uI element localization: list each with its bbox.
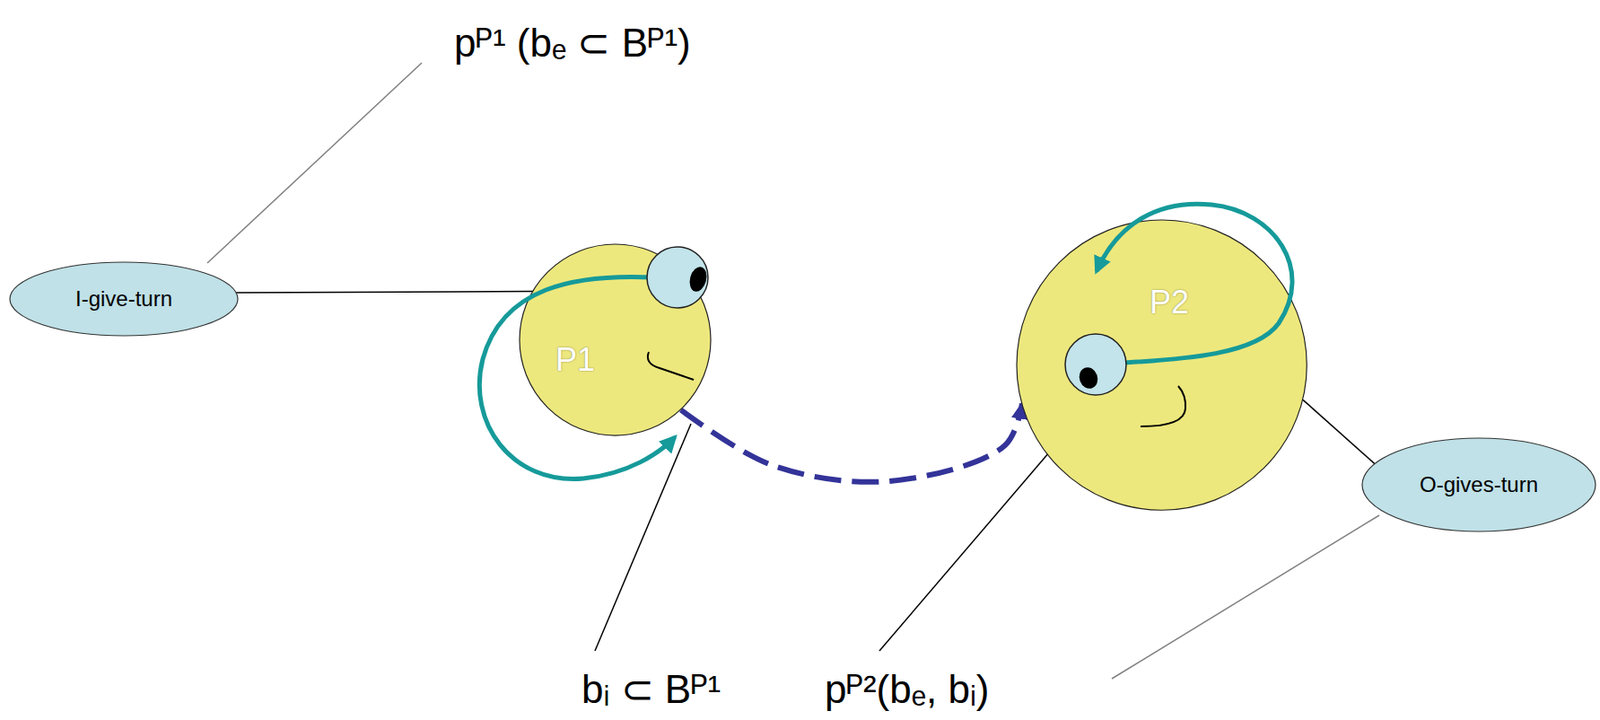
- leader-line: [1111, 515, 1380, 679]
- eye: [646, 246, 709, 308]
- mouth: [647, 351, 694, 380]
- node-shape: [519, 244, 711, 436]
- node-outline: [519, 244, 711, 436]
- pupil: [1075, 364, 1101, 391]
- circle-node: P1: [519, 244, 711, 436]
- formula-label: pᴾ¹ (bₑ ⊂ Bᴾ¹): [454, 21, 691, 65]
- connector: [1302, 399, 1375, 464]
- pupil: [687, 264, 710, 294]
- node-label: P2: [1149, 284, 1190, 321]
- node-label: P1: [555, 341, 595, 378]
- leader-line: [207, 62, 422, 263]
- formula-label: bᵢ ⊂ Bᴾ¹: [581, 667, 721, 711]
- connector: [236, 290, 534, 293]
- node-outline: [1016, 219, 1307, 510]
- mouth: [1140, 385, 1186, 427]
- circle-node: P2: [1016, 219, 1307, 510]
- self-loop-arrow: [1096, 203, 1293, 363]
- node-shape: [1362, 437, 1596, 532]
- leader-line: [594, 423, 691, 651]
- connector: [681, 402, 1023, 481]
- ellipse-node: O-gives-turn: [1362, 437, 1596, 532]
- node-shape: [1016, 219, 1307, 510]
- node-shape: [9, 262, 238, 336]
- node-label: I-give-turn: [75, 287, 173, 311]
- ellipse-node: I-give-turn: [9, 262, 238, 336]
- formula-label: pᴾ²(bₑ, bᵢ): [824, 667, 990, 711]
- node-label: O-gives-turn: [1419, 472, 1539, 497]
- self-loop-arrow: [479, 276, 675, 479]
- eye: [1065, 333, 1127, 395]
